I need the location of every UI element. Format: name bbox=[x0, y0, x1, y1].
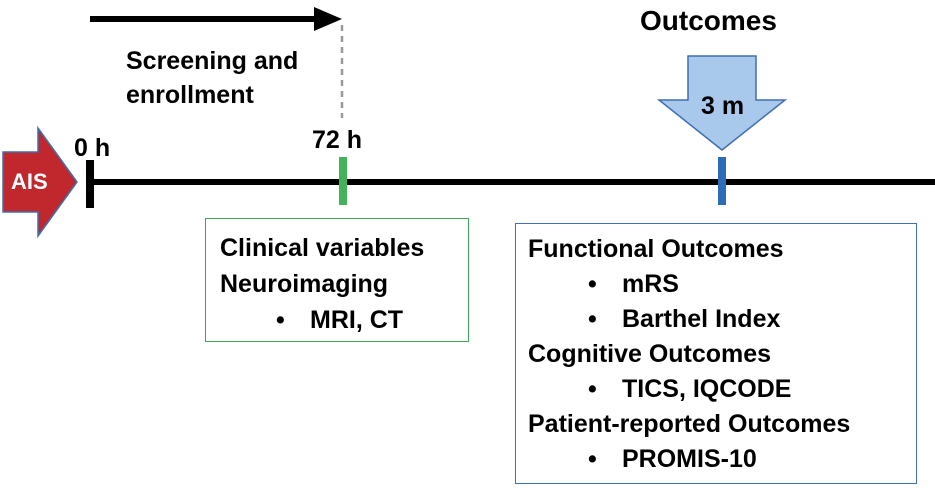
screening-arrow bbox=[90, 7, 342, 31]
bullet-dot: • bbox=[588, 270, 597, 298]
bullet-dot: • bbox=[276, 306, 285, 334]
tick-0h bbox=[86, 160, 94, 208]
heading-functional-outcomes: Functional Outcomes bbox=[528, 235, 784, 263]
outcome-arrow bbox=[656, 55, 788, 151]
bullet-tics-text: TICS, IQCODE bbox=[622, 375, 792, 403]
time-label-72h: 72 h bbox=[312, 126, 363, 154]
ais-arrow bbox=[2, 125, 78, 239]
marker-3m bbox=[718, 157, 726, 205]
outcomes-title: Outcomes bbox=[640, 5, 777, 36]
bullet-mrs-text: mRS bbox=[622, 270, 679, 298]
outcome-time-label: 3 m bbox=[701, 92, 745, 120]
heading-cognitive-outcomes: Cognitive Outcomes bbox=[528, 340, 772, 368]
bullet-dot: • bbox=[588, 445, 597, 473]
bullet-barthel-text: Barthel Index bbox=[622, 305, 781, 333]
bullet-dot: • bbox=[588, 305, 597, 333]
bullet-tics-iqcode: • TICS, IQCODE bbox=[588, 377, 791, 402]
baseline-line-neuroimaging: Neuroimaging bbox=[220, 270, 389, 298]
bullet-promis-text: PROMIS-10 bbox=[622, 445, 757, 473]
bullet-mrs: • mRS bbox=[588, 272, 679, 297]
screening-line-1: Screening and bbox=[126, 47, 299, 75]
baseline-box: Clinical variables Neuroimaging • MRI, CT bbox=[205, 218, 469, 342]
baseline-bullet-text: MRI, CT bbox=[310, 306, 404, 334]
screening-label: Screening and enrollment bbox=[126, 44, 298, 112]
outcomes-box: Functional Outcomes •mRS •Barthel Index … bbox=[515, 223, 917, 484]
screening-line-2: enrollment bbox=[126, 81, 254, 109]
baseline-line-clinical: Clinical variables bbox=[220, 234, 425, 262]
baseline-bullet-mri-ct: • MRI, CT bbox=[276, 308, 403, 333]
bullet-dot: • bbox=[588, 375, 597, 403]
marker-72h bbox=[339, 157, 347, 205]
bullet-promis-10: • PROMIS-10 bbox=[588, 447, 757, 472]
ais-label: AIS bbox=[11, 169, 48, 194]
heading-patient-reported-outcomes: Patient-reported Outcomes bbox=[528, 410, 851, 438]
time-label-0h: 0 h bbox=[74, 134, 111, 162]
bullet-barthel-index: • Barthel Index bbox=[588, 307, 780, 332]
